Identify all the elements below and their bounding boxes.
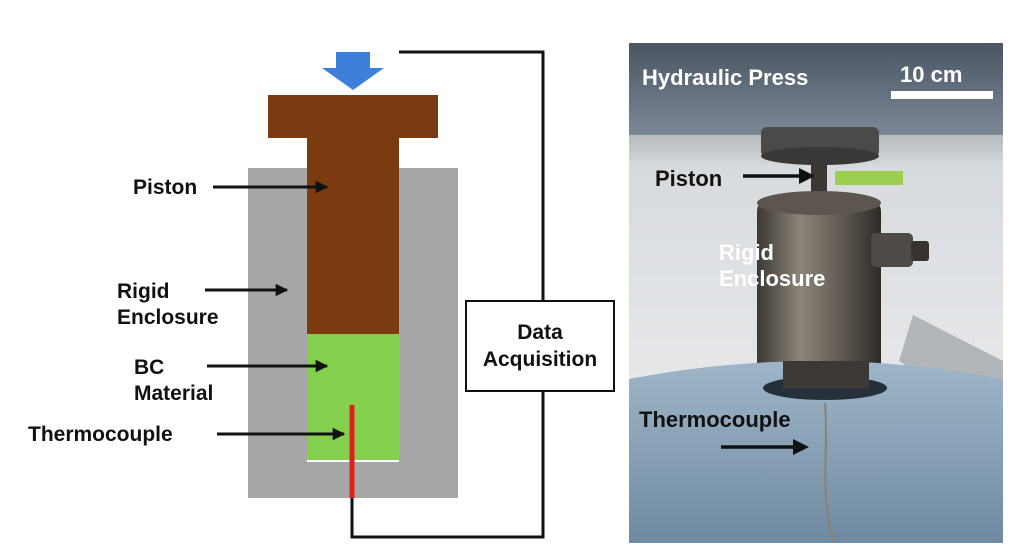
- data-acquisition-box: Data Acquisition: [465, 300, 615, 392]
- photo-rigid-enclosure-label: Rigid Enclosure: [719, 240, 826, 291]
- press-top-beam: [629, 43, 1003, 135]
- bc-material-label: BC Material: [134, 356, 214, 406]
- press-base-plate: [629, 361, 1003, 543]
- piston-head-shape: [268, 95, 438, 138]
- photo-scale-bar-label: 10 cm: [900, 62, 963, 87]
- photo-piston-label: Piston: [655, 166, 723, 191]
- daq-wire-bottom: [350, 392, 545, 539]
- photo-hydraulic-press-label: Hydraulic Press: [642, 65, 809, 90]
- piston-label: Piston: [133, 176, 198, 199]
- photo-enclosure-body: [757, 201, 881, 377]
- rigid-enclosure-label: Rigid Enclosure: [117, 280, 219, 330]
- photo-thermocouple-label: Thermocouple: [639, 407, 791, 432]
- piston-shaft-shape: [307, 136, 399, 334]
- data-acquisition-label: Data Acquisition: [482, 320, 598, 371]
- daq-wire-top: [399, 50, 545, 300]
- scale-bar: [891, 91, 993, 99]
- thermocouple-label: Thermocouple: [28, 423, 173, 446]
- press-photo: Hydraulic Press 10 cm Piston Rigid Enclo…: [629, 43, 1003, 543]
- load-arrow-icon: [322, 52, 384, 90]
